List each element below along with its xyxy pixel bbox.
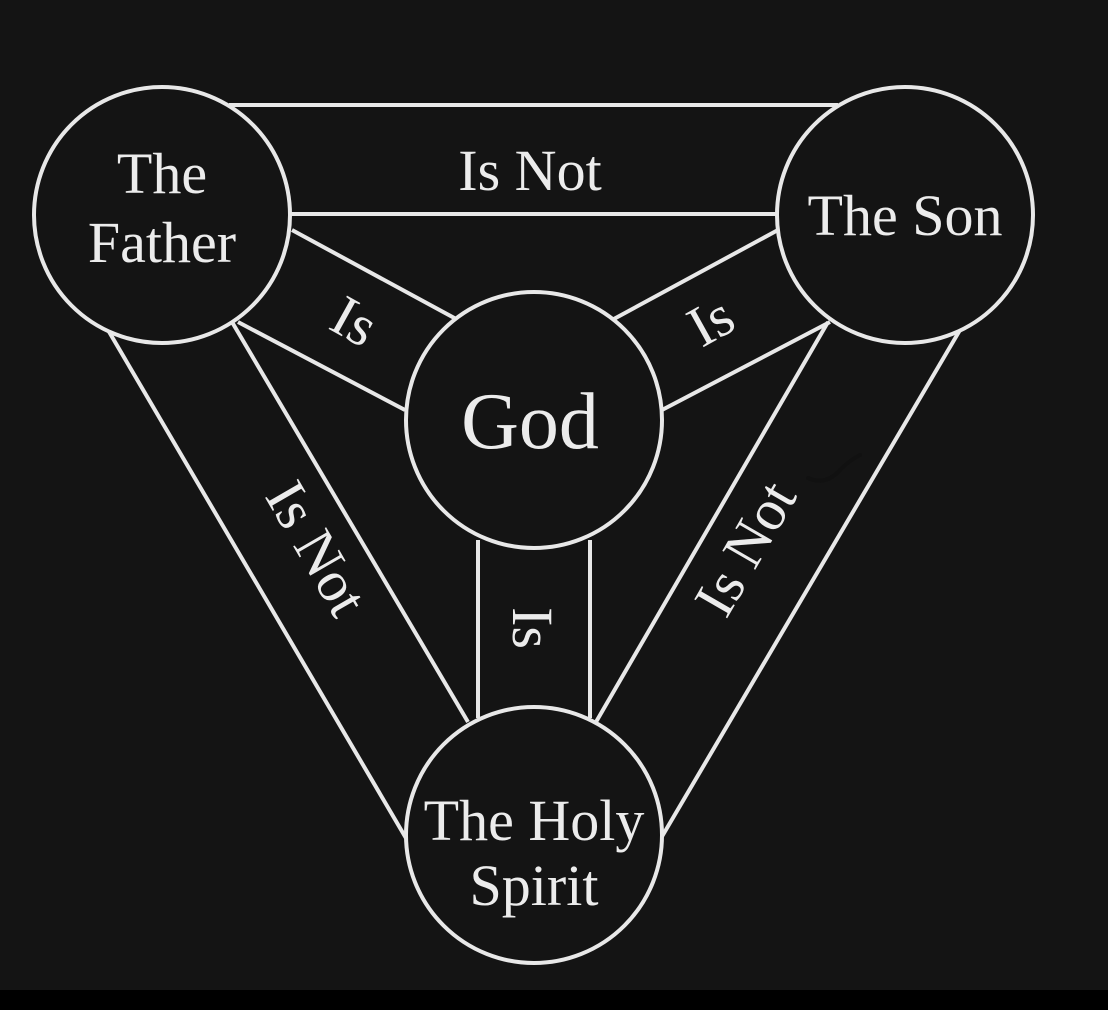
pen-stroke-mark xyxy=(806,453,862,483)
node-father xyxy=(32,85,292,345)
band-spirit-god xyxy=(476,540,592,718)
relation-son-spirit-label: Is Not xyxy=(681,470,809,627)
node-spirit xyxy=(404,705,664,965)
node-father-label-line2: Father xyxy=(88,210,236,275)
node-son-label: The Son xyxy=(808,183,1003,248)
node-father-label-line1: The xyxy=(117,141,207,206)
node-spirit-label-line1: The Holy xyxy=(424,788,645,853)
bottom-bar xyxy=(0,990,1108,1010)
band-father-god xyxy=(237,228,459,412)
relation-son-god-label: Is xyxy=(676,282,744,359)
relation-father-son-label: Is Not xyxy=(458,138,601,203)
band-son-god xyxy=(611,228,831,412)
relation-father-spirit-label: Is Not xyxy=(253,470,381,627)
node-son xyxy=(775,85,1035,345)
band-father-spirit xyxy=(106,320,470,847)
node-god xyxy=(404,290,664,550)
band-son-spirit xyxy=(594,320,962,847)
band-father-son xyxy=(229,103,838,216)
node-spirit-label-line2: Spirit xyxy=(470,853,599,918)
relation-father-god-label: Is xyxy=(320,282,388,359)
relation-spirit-god-label: Is xyxy=(500,607,565,649)
node-god-label: God xyxy=(461,378,599,466)
